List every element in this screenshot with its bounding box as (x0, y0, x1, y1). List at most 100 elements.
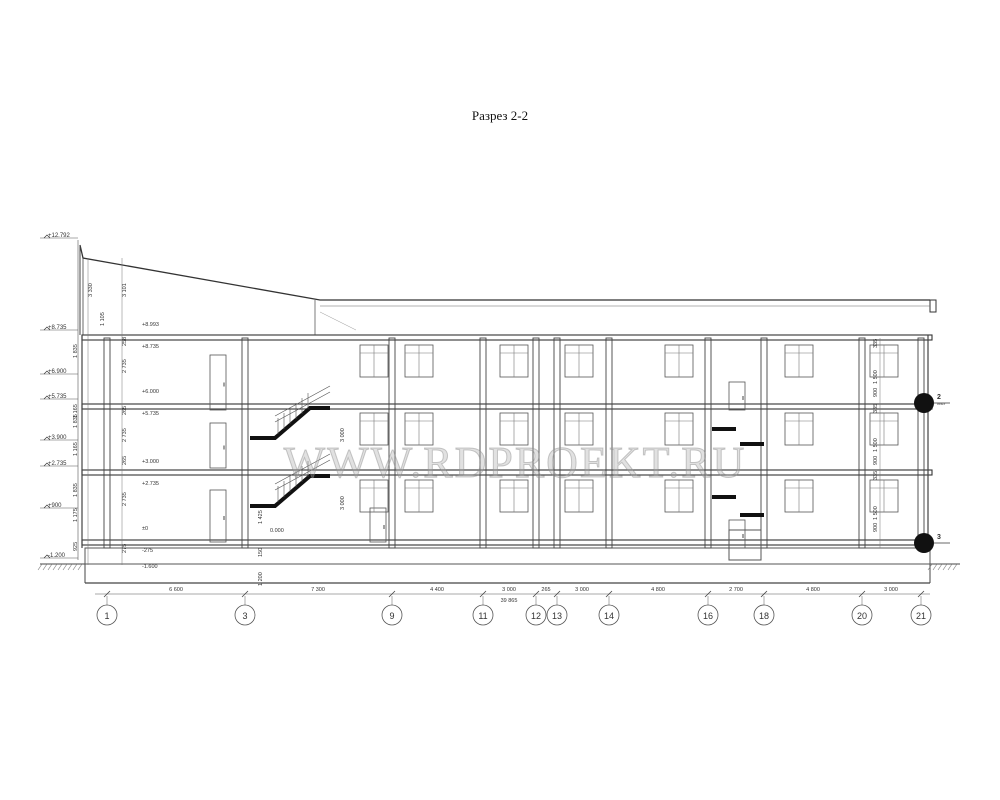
floor-slab (81, 334, 933, 341)
door (369, 507, 387, 543)
column (103, 337, 111, 549)
dimension-label: 2 735 (122, 492, 128, 506)
column (553, 337, 561, 549)
roof-layer (319, 311, 357, 331)
ground-hatch (62, 563, 68, 571)
stair-rail (274, 391, 331, 423)
elevation-mark (43, 462, 51, 467)
dimension-label: 900 (873, 523, 879, 532)
dimension-tick (553, 590, 561, 598)
landing (712, 427, 736, 431)
dimension-label: 2 735 (122, 428, 128, 442)
axis-bubble (910, 604, 932, 626)
stair-rail (274, 385, 331, 417)
dimension-tick (760, 590, 768, 598)
dimension-label: 6 600 (169, 587, 183, 593)
dimension-label: 900 (873, 388, 879, 397)
parapet (929, 299, 937, 313)
axis-bubble (472, 604, 494, 626)
column (241, 337, 249, 549)
axis-label: 13 (552, 611, 562, 621)
floor-slab (81, 403, 933, 410)
dimension-tick (704, 590, 712, 598)
axis-label: 18 (759, 611, 769, 621)
level-label: +2.735 (142, 481, 159, 487)
dimension-tick (479, 590, 487, 598)
dimension-label: 1 500 (873, 506, 879, 520)
ground-hatch (942, 563, 948, 571)
column (858, 337, 866, 549)
sheet-marker-number: 2 (937, 394, 941, 401)
dimension-label: 265 (541, 587, 550, 593)
sheet-marker (914, 393, 934, 413)
door (209, 489, 227, 543)
ground-hatch (37, 563, 43, 571)
dimension-label: 3 000 (340, 496, 346, 510)
axis-bubble (697, 604, 719, 626)
elevation-mark (43, 436, 51, 441)
stair-rail (274, 453, 331, 485)
dimension-label: 1 175 (73, 508, 79, 522)
sheet-marker-label: лист (937, 401, 946, 406)
floor-slab (81, 539, 933, 546)
dimension-label: 3 000 (340, 428, 346, 442)
dimension-label: 265 (122, 456, 128, 465)
dimension-label: 3 330 (88, 283, 94, 297)
axis-bubble (753, 604, 775, 626)
elevation-mark (43, 554, 51, 559)
landing (740, 442, 764, 446)
axis-bubble (851, 604, 873, 626)
dimension-label: 1 500 (873, 370, 879, 384)
dimension-label: 335 (873, 404, 879, 413)
elevation-label: +12.792 (48, 233, 71, 239)
dimension-label: 3 101 (122, 283, 128, 297)
door (209, 354, 227, 411)
axis-bubble (598, 604, 620, 626)
ground-hatch (72, 563, 78, 571)
dimension-label: 1 835 (73, 344, 79, 358)
axis-label: 12 (531, 611, 541, 621)
axis-label: 3 (242, 611, 247, 621)
elevation-label: +900 (48, 503, 62, 509)
elevation-label: +3.900 (48, 435, 67, 441)
column (704, 337, 712, 549)
dimension-label: 1 105 (100, 312, 106, 326)
dimension-tick (103, 590, 111, 598)
level-label: +8.735 (142, 344, 159, 350)
dimension-label: 1 835 (73, 483, 79, 497)
level-label: +8.993 (142, 322, 159, 328)
axis-bubble (234, 604, 256, 626)
dimension-tick (605, 590, 613, 598)
dimension-label: 1 500 (873, 438, 879, 452)
dimension-label: 3 000 (502, 587, 516, 593)
dimension-label: 1 200 (258, 572, 264, 586)
dimension-tick (241, 590, 249, 598)
axis-bubble (546, 604, 568, 626)
axis-label: 20 (857, 611, 867, 621)
dimension-label: 4 400 (430, 587, 444, 593)
ground-hatch (937, 563, 943, 571)
door (209, 422, 227, 469)
level-label: +5.735 (142, 411, 159, 417)
column (532, 337, 540, 549)
dimension-label: 4 800 (806, 587, 820, 593)
ground-hatch (932, 563, 938, 571)
floor-slab (81, 469, 933, 476)
stair-flight (250, 406, 330, 440)
total-dimension-label: 39 865 (501, 598, 518, 604)
elevation-mark (43, 395, 51, 400)
dimension-label: 258 (122, 337, 128, 346)
level-label: +6.000 (142, 389, 159, 395)
column (605, 337, 613, 549)
column (388, 337, 396, 549)
column (917, 337, 925, 549)
ground-hatch (57, 563, 63, 571)
dimension-label: 1 835 (73, 414, 79, 428)
dimension-label: 265 (122, 406, 128, 415)
elevation-label: +8.735 (48, 325, 67, 331)
level-label: +3.000 (142, 459, 159, 465)
sheet-marker-number: 3 (937, 534, 941, 541)
axis-label: 21 (916, 611, 926, 621)
dimension-tick (917, 590, 925, 598)
dimension-label: 925 (73, 542, 79, 551)
